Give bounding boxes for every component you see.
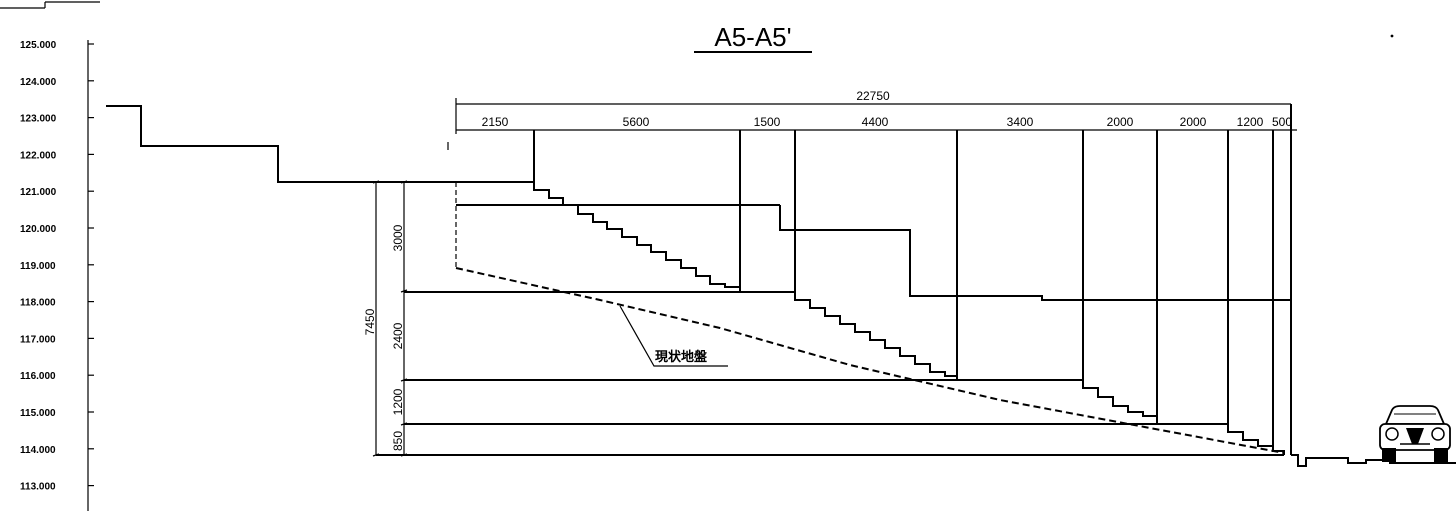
road-profile xyxy=(1291,454,1456,467)
elevation-label: 123.000 xyxy=(20,114,57,125)
dim-segment: 4400 xyxy=(862,115,889,129)
stepped-cut-bottom xyxy=(1227,424,1285,455)
elevation-label: 115.000 xyxy=(20,408,56,419)
dim-segment: 1200 xyxy=(1237,115,1264,129)
stepped-cut-middle xyxy=(794,292,958,380)
dim-vertical-3000: 3000 xyxy=(391,224,405,251)
elevation-label: 124.000 xyxy=(20,77,57,88)
elevation-label: 118.000 xyxy=(20,298,56,309)
existing-ground-line xyxy=(455,267,1285,454)
dim-vertical-total: 7450 xyxy=(363,308,377,335)
elevation-label: 119.000 xyxy=(20,261,56,272)
ground-label-leader xyxy=(619,305,728,367)
elevation-axis-labels: 125.000 124.000 123.000 122.000 121.000 120.0… xyxy=(20,40,94,493)
stepped-cut-lower xyxy=(1082,380,1158,424)
dim-segment: 2150 xyxy=(482,115,509,129)
stray-mark xyxy=(1390,34,1394,38)
terrain-profile-left xyxy=(106,105,534,183)
car-icon xyxy=(1379,405,1451,462)
top-dimension-lines xyxy=(455,98,1297,134)
section-verticals xyxy=(455,104,1292,455)
section-levels xyxy=(376,204,1291,456)
elevation-label: 121.000 xyxy=(20,187,57,198)
stepped-cut-upper xyxy=(533,182,741,292)
elevation-label: 117.000 xyxy=(20,334,56,345)
drawing-title: A5-A5' xyxy=(714,22,791,52)
elevation-label: 116.000 xyxy=(20,371,56,382)
elevation-label: 122.000 xyxy=(20,150,57,161)
dim-vertical-2400: 2400 xyxy=(391,322,405,349)
dim-vertical-850: 850 xyxy=(391,431,405,451)
elevation-label: 114.000 xyxy=(20,445,56,456)
corner-mark xyxy=(0,1,100,9)
dim-segment: 5600 xyxy=(623,115,650,129)
elevation-label: 125.000 xyxy=(20,40,57,51)
dim-overall: 22750 xyxy=(856,89,890,103)
dim-segment: 1500 xyxy=(754,115,781,129)
dim-segment: 2000 xyxy=(1107,115,1134,129)
top-dimension-labels: 2150 5600 1500 4400 3400 2000 2000 1200 500 xyxy=(482,115,1293,129)
elevation-label: 113.000 xyxy=(20,482,56,493)
dim-vertical-1200: 1200 xyxy=(391,388,405,415)
dim-segment: 3400 xyxy=(1007,115,1034,129)
dim-segment: 500 xyxy=(1272,115,1292,129)
elevation-label: 120.000 xyxy=(20,224,57,235)
ground-label: 現状地盤 xyxy=(655,349,708,364)
dim-segment: 2000 xyxy=(1180,115,1207,129)
